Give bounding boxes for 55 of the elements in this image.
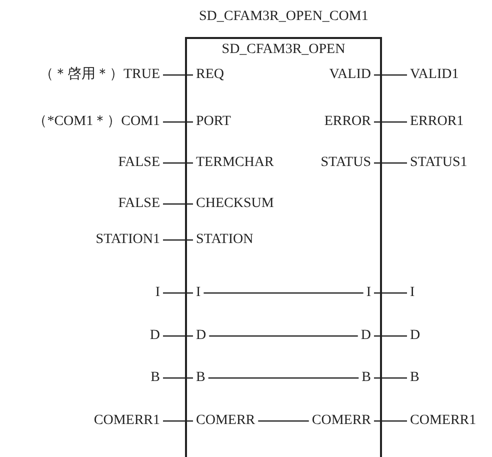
pin-name: PORT <box>196 113 231 131</box>
connection-line <box>163 420 193 422</box>
pin-name: REQ <box>196 66 224 84</box>
pin-name: I <box>366 284 371 302</box>
variable-name: COMERR1 <box>410 412 476 430</box>
pin-name: ERROR <box>324 113 371 131</box>
variable-name: FALSE <box>118 154 160 172</box>
connection-line <box>204 292 364 294</box>
connection-line <box>163 335 193 337</box>
function-block <box>185 37 382 457</box>
pin-name: B <box>196 369 206 387</box>
variable-name: D <box>150 327 160 345</box>
block-type-name: SD_CFAM3R_OPEN <box>222 41 346 59</box>
instance-name: SD_CFAM3R_OPEN_COM1 <box>199 8 368 26</box>
pin-name: D <box>360 327 371 345</box>
pin-name: VALID <box>329 66 371 84</box>
pin-name: STATUS <box>320 154 371 172</box>
pin-name: I <box>196 284 201 302</box>
pin-name: CHECKSUM <box>196 195 274 213</box>
pin-name: TERMCHAR <box>196 154 274 172</box>
pin-name: B <box>362 369 371 387</box>
connection-line <box>209 335 358 337</box>
variable-name: ERROR1 <box>410 113 464 131</box>
variable-name: （＊啓用＊）TRUE <box>39 66 160 84</box>
variable-name: I <box>155 284 160 302</box>
connection-line <box>374 74 407 76</box>
connection-line <box>163 203 193 205</box>
connection-line <box>374 335 407 337</box>
variable-name: （*COM1＊）COM1 <box>33 113 160 131</box>
connection-line <box>374 292 407 294</box>
connection-line <box>163 239 193 241</box>
connection-line <box>374 121 407 123</box>
connection-line <box>374 162 407 164</box>
variable-name: COMERR1 <box>94 412 160 430</box>
connection-line <box>374 377 407 379</box>
connection-line <box>163 121 193 123</box>
variable-name: STATION1 <box>96 231 160 249</box>
connection-line <box>258 420 309 422</box>
variable-name: VALID1 <box>410 66 459 84</box>
variable-name: D <box>410 327 420 345</box>
pin-name: D <box>196 327 206 345</box>
variable-name: B <box>150 369 160 387</box>
variable-name: B <box>410 369 420 387</box>
connection-line <box>163 292 193 294</box>
variable-name: FALSE <box>118 195 160 213</box>
variable-name: I <box>410 284 415 302</box>
connection-line <box>163 74 193 76</box>
pin-name: COMERR <box>196 412 256 430</box>
variable-name: STATUS1 <box>410 154 468 172</box>
connection-line <box>163 377 193 379</box>
connection-line <box>208 377 359 379</box>
connection-line <box>163 162 193 164</box>
connection-line <box>374 420 407 422</box>
pin-name: COMERR <box>312 412 371 430</box>
pin-name: STATION <box>196 231 254 249</box>
